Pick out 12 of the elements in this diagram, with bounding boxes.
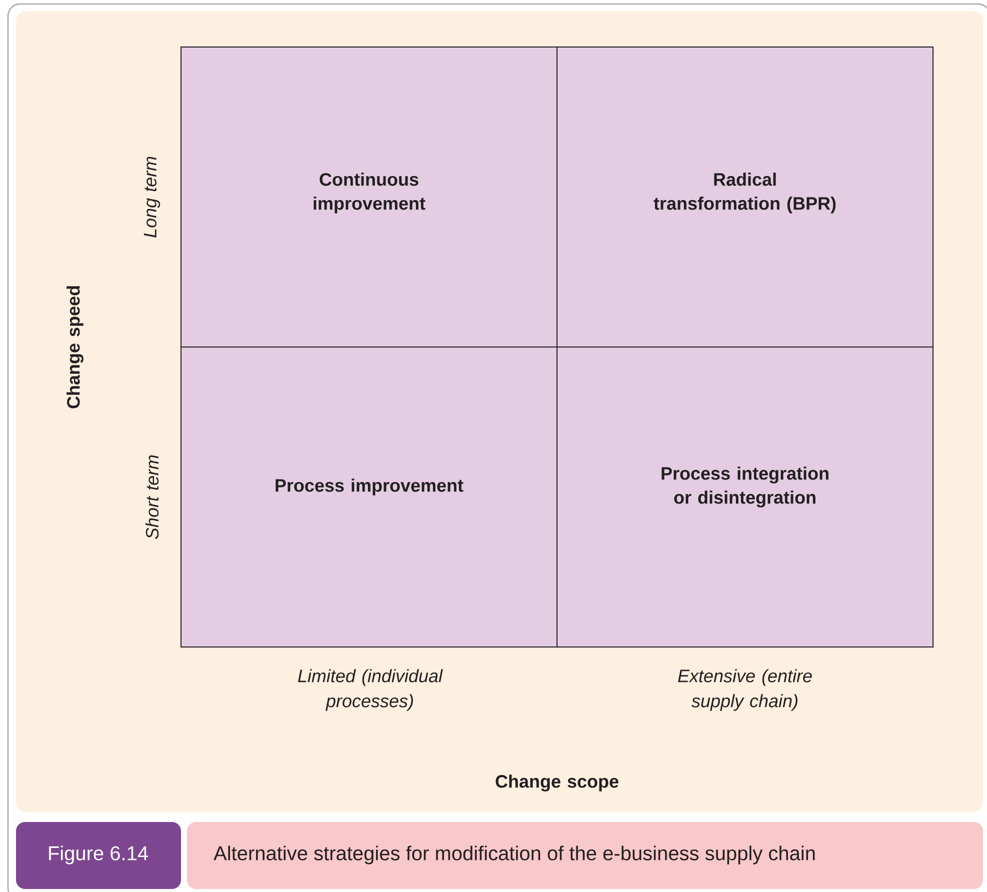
axis-tick-label: Long term <box>144 156 160 238</box>
caption-box: Alternative strategies for modification of the e-business supply chain <box>187 822 983 889</box>
axis-tick-label: Short term <box>145 455 159 539</box>
axis-tick-label: Limited (individual processes) <box>298 669 443 711</box>
quadrant-box: Process improvement <box>180 346 558 648</box>
quadrant-box: Continuous improvement <box>180 46 558 348</box>
axis-title: Change scope <box>496 774 618 792</box>
quadrant-box: Radical transformation (BPR) <box>556 46 934 348</box>
quadrant-box: Process integration or disintegration <box>556 346 934 648</box>
axis-tick-label: Extensive (entire supply chain) <box>678 669 812 711</box>
axis-title: Change speed <box>66 286 84 408</box>
figure-number: Figure 6.14 <box>16 822 181 889</box>
